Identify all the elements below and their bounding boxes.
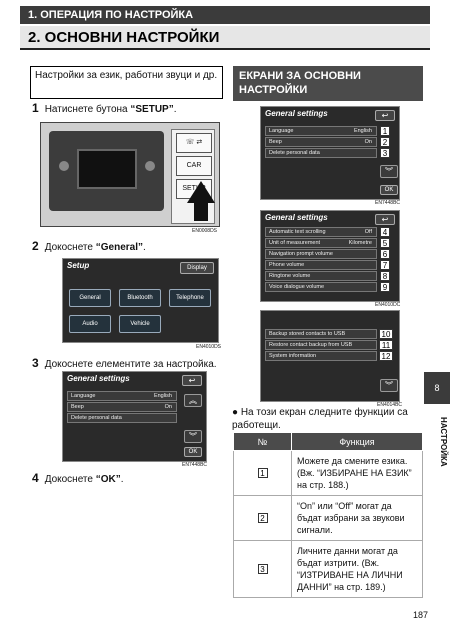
callout-number: 12: [379, 351, 393, 361]
setup-button-photo: ☏ ⇄ CAR SETUP: [40, 122, 220, 227]
image-code: EN0008DS: [192, 228, 218, 234]
list-item[interactable]: Delete personal data: [67, 413, 177, 423]
ok-button[interactable]: OK: [380, 185, 398, 195]
screen-title: Setup: [67, 261, 90, 270]
screen-title: General settings: [265, 109, 328, 118]
chapter-tab: 8: [424, 372, 450, 404]
chapter-label: НАСТРОЙКА: [439, 417, 448, 467]
image-code: EN4014BC: [377, 402, 403, 408]
callout-number: 2: [380, 137, 390, 147]
hardware-buttons: ☏ ⇄ CAR SETUP: [171, 129, 215, 224]
page-number: 187: [412, 610, 428, 620]
list-item[interactable]: Voice dialogue volume: [265, 282, 377, 292]
callout-number: 7: [380, 260, 390, 270]
callout-number: 9: [380, 282, 390, 292]
callout-number: 5: [380, 238, 390, 248]
back-icon[interactable]: ↩: [182, 375, 202, 386]
chevron-up-icon[interactable]: ︽: [184, 394, 202, 407]
bullet-text: ● На този екран следните функции са рабо…: [232, 407, 408, 431]
callout-number: 2: [257, 513, 268, 523]
table-row: 3 Личните данни могат да бъдат изтрити. …: [233, 540, 423, 598]
screen-title: General settings: [67, 374, 130, 383]
tile-vehicle[interactable]: Vehicle: [119, 315, 161, 333]
image-code: EN4010DC: [375, 302, 401, 308]
list-item[interactable]: System information: [265, 351, 377, 361]
back-icon[interactable]: ↩: [375, 214, 395, 225]
table-header: Функция: [291, 432, 423, 451]
tile-bluetooth[interactable]: Bluetooth: [119, 289, 161, 307]
list-item[interactable]: Phone volume: [265, 260, 377, 270]
image-code: EN7448BC: [182, 462, 208, 468]
table-row: 2 “On” или “Off” могат да бъдат избрани …: [233, 495, 423, 541]
phone-icon: ☏ ⇄: [176, 133, 212, 153]
general-settings-screen-2: General settings ↩ Automatic text scroll…: [260, 210, 400, 302]
back-icon[interactable]: ↩: [375, 110, 395, 121]
function-table: № Функция 1 Можете да смените езика. (Вж…: [233, 432, 423, 598]
callout-number: 4: [380, 227, 390, 237]
intro-text: Настройки за език, работни звуци и др.: [30, 66, 223, 99]
callout-number: 11: [379, 340, 393, 350]
list-item[interactable]: Restore contact backup from USB: [265, 340, 377, 350]
list-item[interactable]: Backup stored contacts to USB: [265, 329, 377, 339]
tile-general[interactable]: General: [69, 289, 111, 307]
image-code: EN4010DS: [196, 344, 222, 350]
section-heading: ЕКРАНИ ЗА ОСНОВНИ НАСТРОЙКИ: [233, 66, 423, 101]
callout-number: 3: [257, 564, 268, 574]
chevron-down-icon[interactable]: ︾: [380, 379, 398, 392]
table-row: 1 Можете да смените езика. (Вж. “ИЗБИРАН…: [233, 450, 423, 496]
tile-telephone[interactable]: Telephone: [169, 289, 211, 307]
arrow-up-icon: [187, 181, 215, 203]
chevron-down-icon[interactable]: ︾: [184, 430, 202, 443]
car-button[interactable]: CAR: [176, 156, 212, 176]
list-item[interactable]: Delete personal data: [265, 148, 377, 158]
page-title: 2. ОСНОВНИ НАСТРОЙКИ: [20, 26, 430, 50]
section-header: 1. ОПЕРАЦИЯ ПО НАСТРОЙКА: [20, 6, 430, 24]
callout-number: 3: [380, 148, 390, 158]
list-item[interactable]: Ringtone volume: [265, 271, 377, 281]
callout-number: 6: [380, 249, 390, 259]
dashboard-image: [49, 131, 164, 211]
setup-screen: Setup Display General Bluetooth Telephon…: [62, 258, 219, 343]
callout-number: 10: [379, 329, 393, 339]
callout-number: 1: [257, 468, 268, 478]
callout-number: 8: [380, 271, 390, 281]
callout-number: 1: [380, 126, 390, 136]
chevron-down-icon[interactable]: ︾: [380, 165, 398, 178]
step-number: 1: [32, 101, 39, 115]
list-item[interactable]: Navigation prompt volume: [265, 249, 377, 259]
screen-title: General settings: [265, 213, 328, 222]
general-settings-screen-3: Backup stored contacts to USB Restore co…: [260, 310, 400, 402]
table-header: №: [233, 432, 292, 451]
display-button[interactable]: Display: [180, 262, 214, 274]
image-code: EN7448BC: [375, 200, 401, 206]
tile-audio[interactable]: Audio: [69, 315, 111, 333]
ok-button[interactable]: OK: [184, 447, 202, 457]
